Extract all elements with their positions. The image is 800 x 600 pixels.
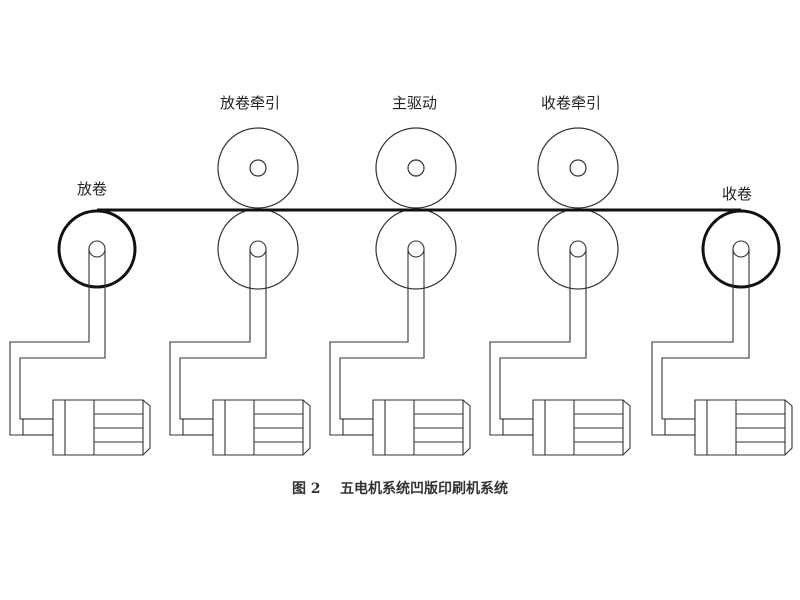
upper-rollers xyxy=(217,127,619,209)
unwind-traction-upper-hub xyxy=(249,159,267,177)
station-1-drive xyxy=(9,240,151,456)
rewind-traction-upper-hub xyxy=(569,159,587,177)
label-main-drive: 主驱动 xyxy=(392,94,438,112)
station-3-drive xyxy=(329,240,471,456)
label-unwind-traction: 放卷牵引 xyxy=(220,94,281,112)
lower-rollers xyxy=(217,208,619,290)
label-rewind: 收卷 xyxy=(722,185,753,203)
label-rewind-traction: 收卷牵引 xyxy=(541,94,602,112)
station-5-drive xyxy=(651,240,793,456)
label-unwind: 放卷 xyxy=(77,180,108,198)
figure-title: 五电机系统凹版印刷机系统 xyxy=(340,481,509,497)
main-drive-upper-hub xyxy=(407,159,425,177)
station-4-drive xyxy=(489,240,631,456)
station-2-drive xyxy=(169,240,311,456)
figure-caption: 图 2 五电机系统凹版印刷机系统 xyxy=(0,478,800,498)
figure-number: 图 2 xyxy=(291,481,321,497)
